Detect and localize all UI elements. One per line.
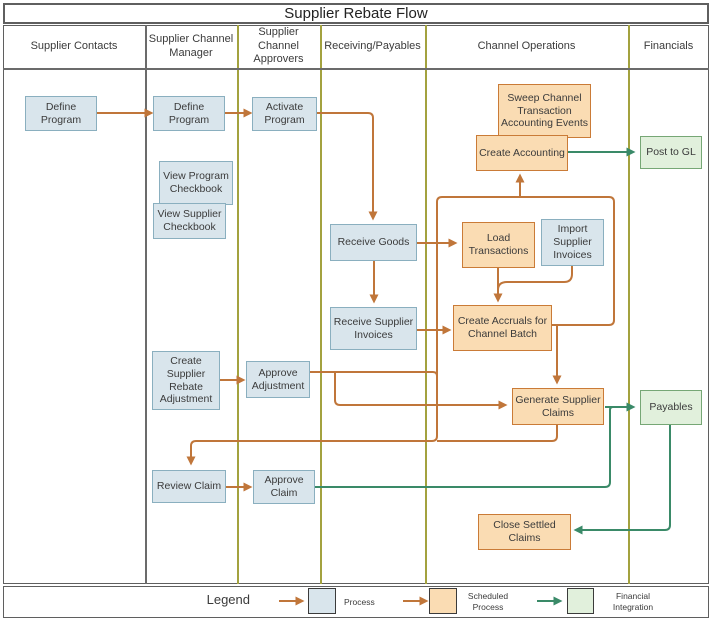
- node-post-to-gl: Post to GL: [640, 136, 702, 169]
- lane-divider: [145, 25, 147, 584]
- node-define-program-contacts: Define Program: [25, 96, 97, 131]
- node-create-supplier-rebate-adjustment: Create Supplier Rebate Adjustment: [152, 351, 220, 410]
- legend-swatch-financial-integration: [567, 588, 594, 614]
- lane-header-supplier-contacts: Supplier Contacts: [30, 39, 118, 52]
- node-view-program-checkbook: View Program Checkbook: [159, 161, 233, 205]
- lane-header-supplier-channel-manager: Supplier Channel Manager: [148, 32, 234, 59]
- node-approve-claim: Approve Claim: [253, 470, 315, 504]
- node-payables: Payables: [640, 390, 702, 425]
- legend-swatch-process: [308, 588, 336, 614]
- legend-title: Legend: [206, 592, 250, 607]
- lane-header-supplier-channel-approvers: Supplier Channel Approvers: [253, 25, 304, 66]
- lane-header-receiving-payables: Receiving/Payables: [324, 39, 421, 52]
- legend-label-financial-integration: Financial Integration: [612, 591, 654, 612]
- node-generate-supplier-claims: Generate Supplier Claims: [512, 388, 604, 425]
- lane-divider: [320, 25, 322, 584]
- node-create-accounting: Create Accounting: [476, 135, 568, 171]
- node-sweep-channel-transaction-accounting-events: Sweep Channel Transaction Accounting Eve…: [498, 84, 591, 138]
- node-load-transactions: Load Transactions: [462, 222, 535, 268]
- node-receive-goods: Receive Goods: [330, 224, 417, 261]
- node-review-claim: Review Claim: [152, 470, 226, 503]
- node-create-accruals-for-channel-batch: Create Accruals for Channel Batch: [453, 305, 552, 351]
- legend-label-process: Process: [344, 597, 375, 607]
- lane-header-rule: [3, 68, 709, 70]
- lane-header-channel-operations: Channel Operations: [477, 39, 576, 52]
- node-activate-program: Activate Program: [252, 97, 317, 131]
- node-close-settled-claims: Close Settled Claims: [478, 514, 571, 550]
- node-receive-supplier-invoices: Receive Supplier Invoices: [330, 307, 417, 350]
- swimlane-area: [3, 25, 709, 584]
- node-import-supplier-invoices: Import Supplier Invoices: [541, 219, 604, 266]
- lane-header-financials: Financials: [643, 39, 694, 52]
- node-approve-adjustment: Approve Adjustment: [246, 361, 310, 398]
- lane-divider: [237, 25, 239, 584]
- legend-swatch-scheduled-process: [429, 588, 457, 614]
- node-view-supplier-checkbook: View Supplier Checkbook: [153, 203, 226, 239]
- node-define-program-manager: Define Program: [153, 96, 225, 131]
- lane-divider: [628, 25, 630, 584]
- lane-divider: [425, 25, 427, 584]
- page-title: Supplier Rebate Flow: [3, 3, 709, 24]
- legend-label-scheduled-process: Scheduled Process: [467, 591, 509, 612]
